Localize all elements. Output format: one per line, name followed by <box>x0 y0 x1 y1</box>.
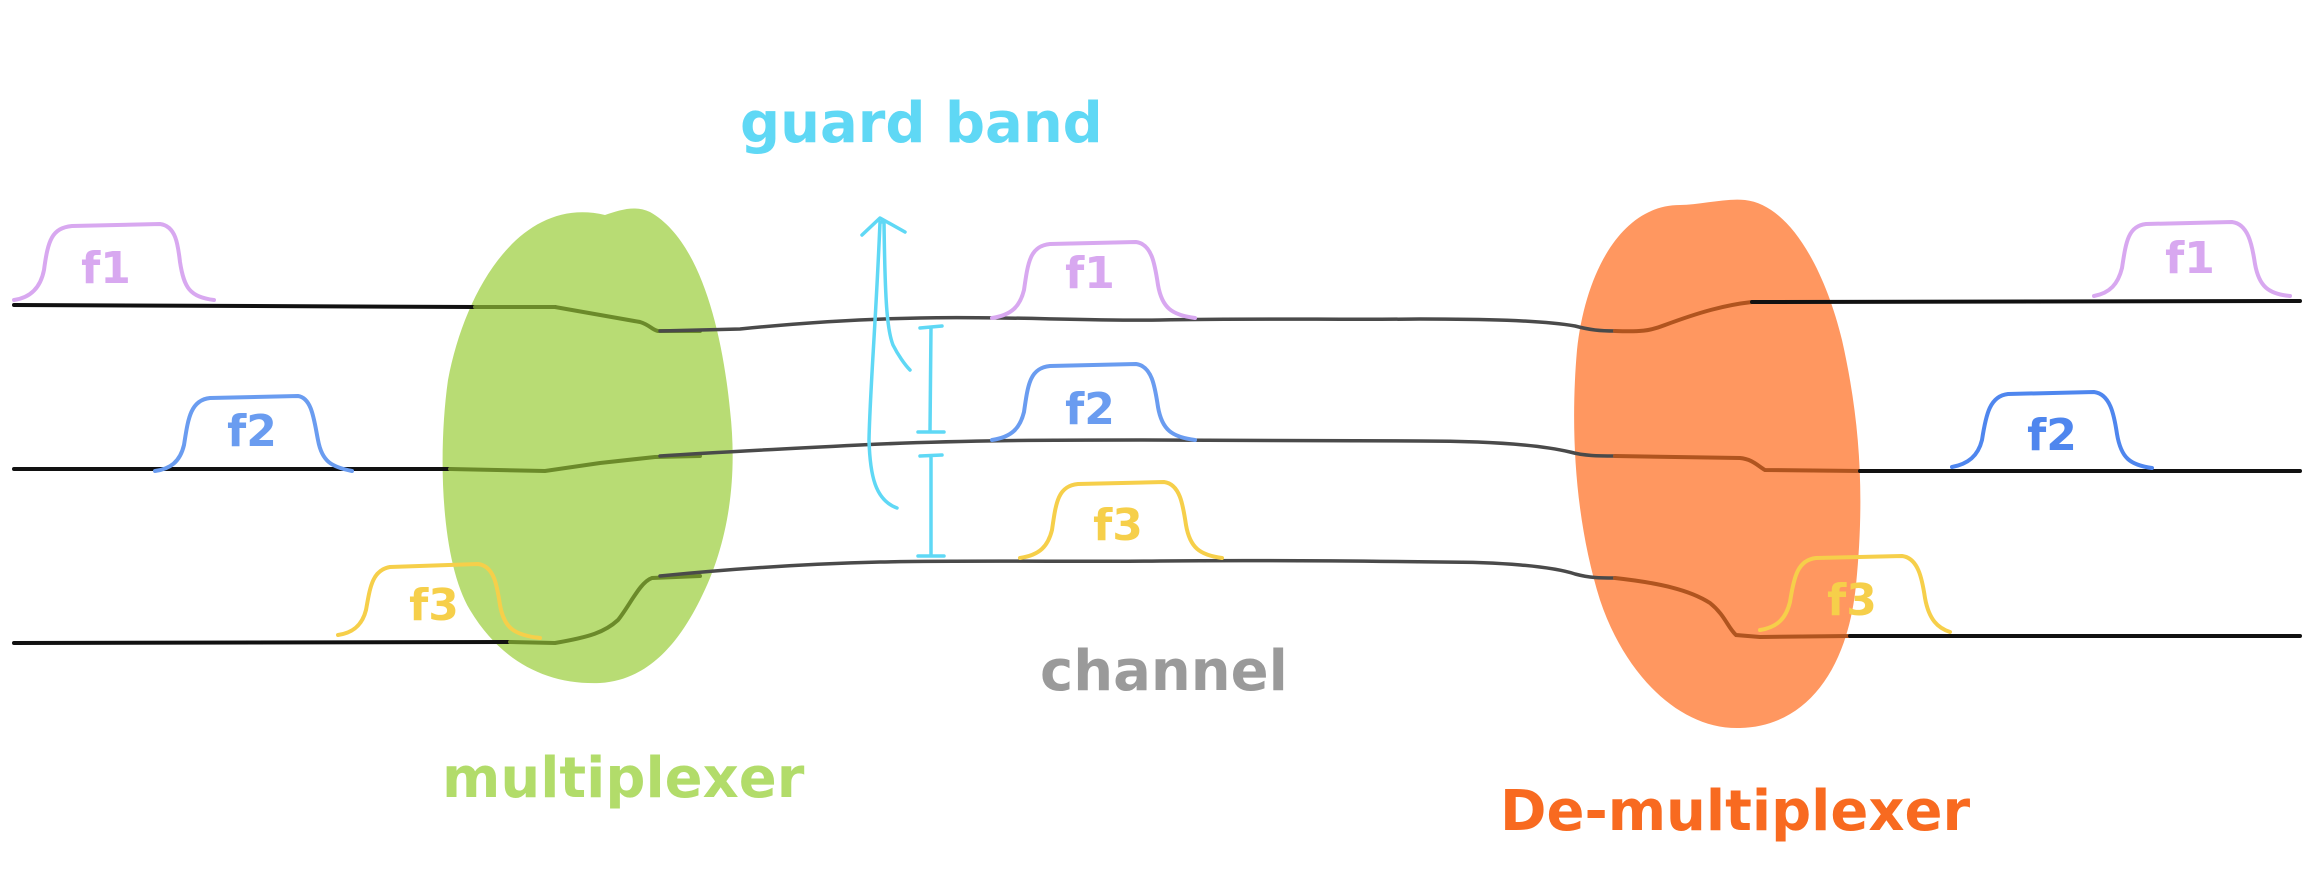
multiplexer-blob <box>442 208 733 684</box>
channel-line-f2 <box>658 438 1617 458</box>
pulse-f2-left <box>153 394 354 473</box>
guard-band-arrow <box>867 220 912 510</box>
label-f1-channel: f1 <box>1065 248 1115 299</box>
label-f2-channel: f2 <box>1065 384 1115 435</box>
channel-label: channel <box>1040 639 1288 704</box>
channel-line-f3 <box>658 558 1617 580</box>
pulse-f3-channel <box>1018 480 1224 560</box>
pulse-f2-channel <box>990 362 1197 442</box>
label-f2-right: f2 <box>2027 410 2077 461</box>
guard-band-arrowhead <box>860 216 907 237</box>
output-line-f1 <box>1750 299 2302 304</box>
pulse-f1-right <box>2092 220 2292 298</box>
demultiplexer-label: De-multiplexer <box>1500 779 1970 844</box>
input-line-f3 <box>12 640 512 645</box>
demux-inner-f2 <box>1613 454 1862 473</box>
pulse-f3-right <box>1758 554 1952 634</box>
guard-band-bracket-lower <box>916 453 946 558</box>
guard-band-bracket-upper <box>916 324 946 434</box>
pulse-f1-left <box>12 222 216 302</box>
demux-inner-f1 <box>1613 300 1754 334</box>
label-f3-left: f3 <box>409 580 459 631</box>
guard-band-label: guard band <box>740 91 1103 156</box>
label-f3-channel: f3 <box>1093 500 1143 551</box>
demux-inner-f3 <box>1613 576 1852 640</box>
multiplexer-label: multiplexer <box>442 746 805 811</box>
pulse-f3-left <box>336 562 542 640</box>
label-f1-right: f1 <box>2165 233 2215 284</box>
pulse-f1-channel <box>990 240 1197 320</box>
label-f2-left: f2 <box>227 406 277 457</box>
demultiplexer-blob <box>1574 199 1861 729</box>
label-f1-left: f1 <box>81 243 131 294</box>
label-f3-right: f3 <box>1827 575 1877 626</box>
mux-inner-f1 <box>473 305 702 333</box>
pulse-f2-right <box>1950 390 2154 470</box>
channel-line-f1 <box>658 315 1617 333</box>
mux-inner-f3 <box>508 574 702 646</box>
